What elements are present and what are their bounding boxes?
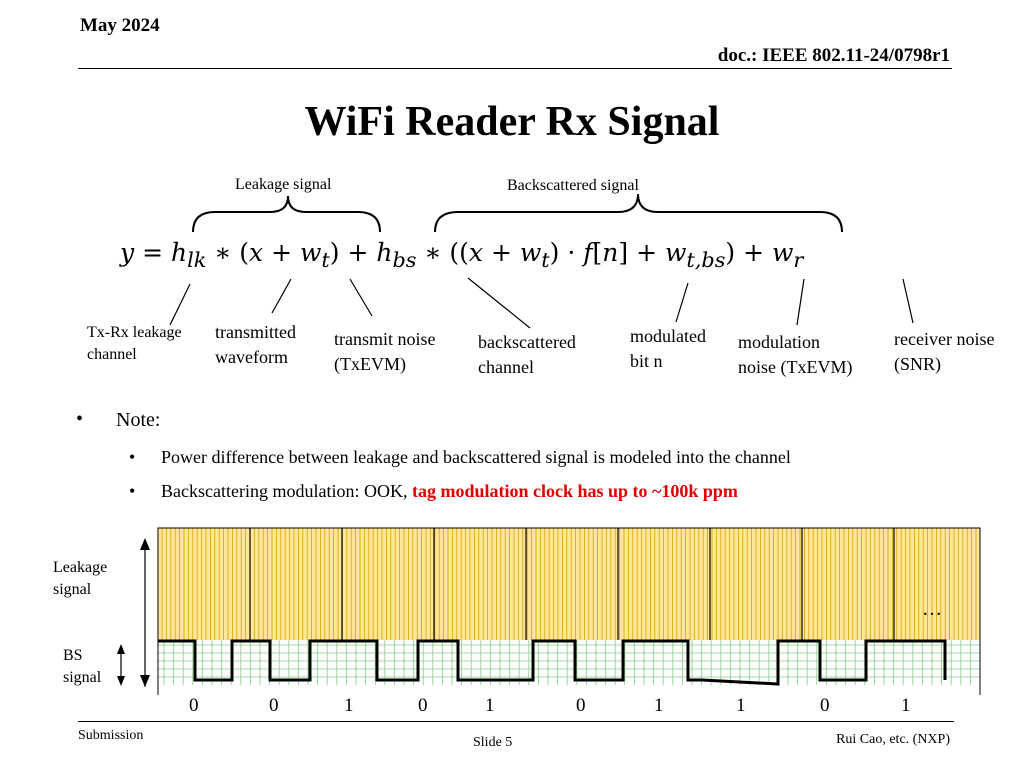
note-heading: Note: [116,409,161,431]
footer-divider [78,721,954,722]
ellipsis: … [922,598,942,620]
note-item-bullet-2: • [129,481,136,501]
note-item-1: Power difference between leakage and bac… [161,447,791,467]
slide-title: WiFi Reader Rx Signal [304,99,720,145]
header-divider [78,68,952,69]
annotation-modulation-noise: modulation noise (TxEVM) [738,332,853,377]
backscatter-brace-label: Backscattered signal [507,177,639,194]
bit-label: 1 [654,695,664,716]
note-item-bullet-1: • [129,447,136,467]
arrow-backscattered [467,277,531,329]
bs-grid [158,640,980,685]
bs-range-arrow-top [117,644,125,654]
note-bullet: • [76,408,84,430]
footer-slide-number: Slide 5 [473,735,513,750]
bs-range-arrow-bottom [117,676,125,686]
header-doc-id: doc.: IEEE 802.11-24/0798r1 [717,45,950,66]
signal-diagram: … [117,527,981,695]
signal-equation: y = hlk ∗ (x + wt) + hbs ∗ ((x + wt) · f… [120,238,804,272]
arrow-modulated [675,282,689,323]
bs-waveform [158,639,947,686]
note-item-2: Backscattering modulation: OOK, tag modu… [161,481,738,501]
annotation-tx-rx-leakage: Tx-Rx leakage channel [87,324,182,363]
arrow-modulation-noise [796,278,805,326]
annotation-transmitted: transmitted waveform [215,322,296,367]
note-item-2-highlight: tag modulation clock has up to ~100k ppm [411,481,738,501]
bit-label: 1 [344,695,354,716]
bit-label: 0 [269,695,279,716]
bit-label: 0 [820,695,830,716]
leakage-range-arrow-top [140,538,150,550]
leakage-fill [158,528,980,640]
equation-graphics [169,193,914,329]
bit-label: 1 [901,695,911,716]
footer-submission: Submission [78,728,144,743]
leakage-signal-label: Leakage signal [53,559,108,598]
arrow-receiver-noise [902,278,914,324]
arrow-tx-rx-leakage [169,283,191,326]
backscatter-brace [434,193,843,233]
footer-author: Rui Cao, etc. (NXP) [836,732,950,747]
bs-signal-label: BS signal [63,647,102,686]
leakage-brace-label: Leakage signal [235,176,332,193]
annotation-modulated: modulated bit n [630,326,706,371]
leakage-waveform [158,528,980,640]
leakage-range-arrow-bottom [140,675,150,687]
bit-label: 0 [418,695,428,716]
bit-label: 1 [485,695,495,716]
bit-label: 0 [576,695,586,716]
arrow-transmitted [271,278,292,314]
bit-label: 1 [736,695,746,716]
leakage-brace [192,195,381,233]
arrow-transmit-noise [349,278,373,317]
bit-label: 0 [189,695,199,716]
annotation-backscattered: backscattered channel [478,332,576,377]
annotation-receiver-noise: receiver noise (SNR) [894,329,995,374]
header-date: May 2024 [80,15,160,36]
annotation-transmit-noise: transmit noise (TxEVM) [334,329,436,374]
signal-frame [157,527,981,695]
